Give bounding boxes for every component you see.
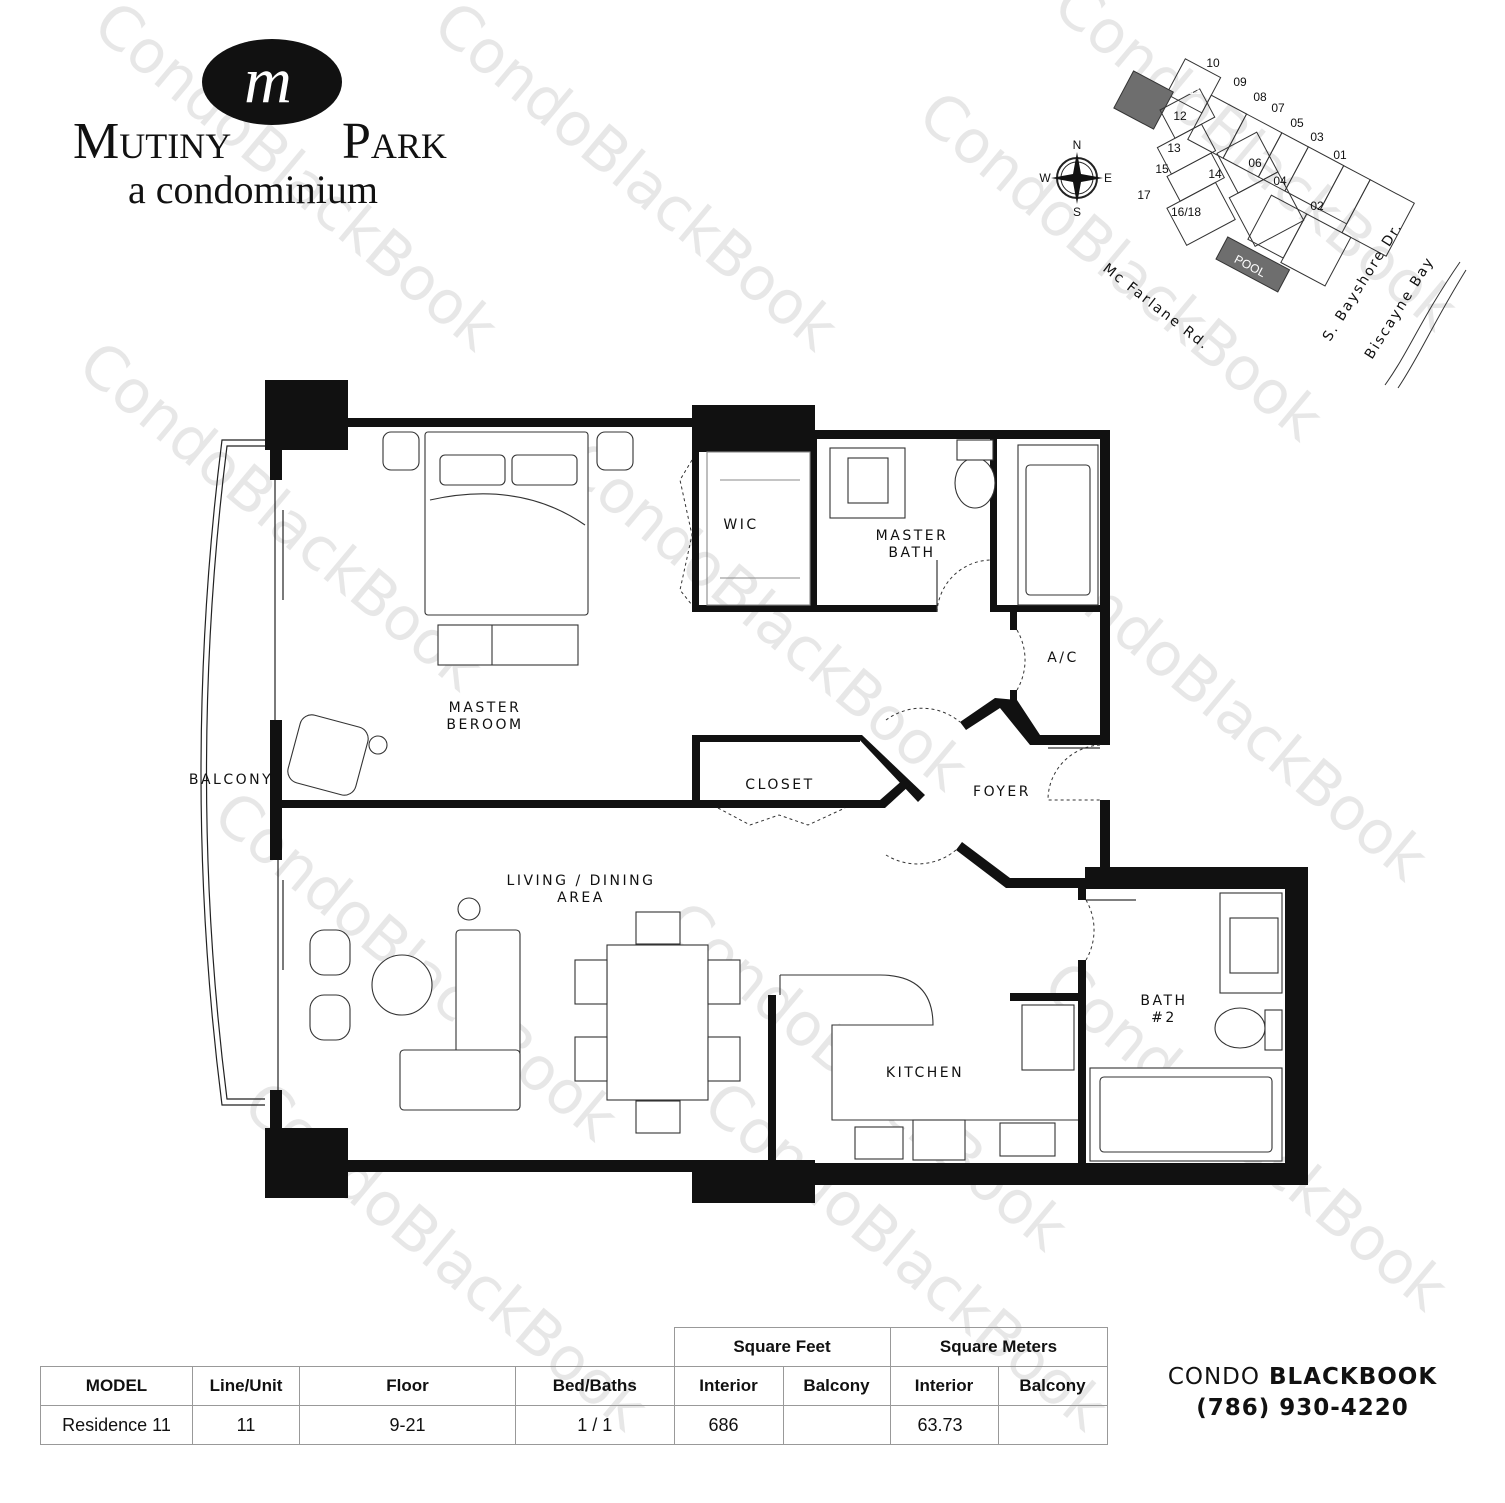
room-label-foyer: FOYER bbox=[973, 784, 1031, 800]
logo-name-left: Mutiny bbox=[73, 113, 232, 170]
dining-table bbox=[606, 944, 709, 1101]
svg-text:03: 03 bbox=[1310, 130, 1324, 144]
group-header-sqft: Square Feet bbox=[673, 1327, 891, 1367]
svg-text:14: 14 bbox=[1208, 167, 1222, 181]
doors bbox=[679, 459, 1101, 961]
svg-text:N: N bbox=[1073, 138, 1082, 152]
svg-text:08: 08 bbox=[1253, 90, 1267, 104]
room-label-master-bath: BATH bbox=[888, 545, 935, 561]
toilet bbox=[954, 457, 996, 509]
unit-spec-table: Square Feet Square Meters MODEL Line/Uni… bbox=[40, 1327, 1108, 1445]
cell-floor: 9-21 bbox=[299, 1405, 516, 1445]
svg-text:S: S bbox=[1073, 205, 1081, 219]
room-label-ac: A/C bbox=[1047, 650, 1079, 666]
walls bbox=[265, 380, 1308, 1203]
armchair bbox=[287, 714, 369, 796]
brand-name-bold: BLACKBOOK bbox=[1269, 1364, 1438, 1390]
room-label-closet: CLOSET bbox=[745, 777, 814, 793]
cell-bed-baths: 1 / 1 bbox=[515, 1405, 675, 1445]
room-label-master-bedroom: BEROOM bbox=[446, 717, 523, 733]
room-label-wic: WIC bbox=[723, 517, 758, 533]
room-label-master-bedroom: MASTER bbox=[449, 700, 522, 716]
cell-sqm-interior: 63.73 bbox=[889, 1405, 999, 1445]
logo-name-right: Park bbox=[342, 113, 447, 170]
group-header-sqm: Square Meters bbox=[889, 1327, 1108, 1367]
fridge bbox=[1021, 1004, 1075, 1071]
svg-text:06: 06 bbox=[1248, 156, 1262, 170]
table-row: Residence 11 11 9-21 1 / 1 686 63.73 bbox=[40, 1405, 1108, 1445]
brand-phone[interactable]: (786) 930-4220 bbox=[1196, 1395, 1409, 1421]
svg-text:09: 09 bbox=[1233, 75, 1247, 89]
pool-shape bbox=[1215, 236, 1291, 293]
svg-text:05: 05 bbox=[1290, 116, 1304, 130]
svg-text:17: 17 bbox=[1137, 188, 1151, 202]
col-header: Interior bbox=[673, 1366, 784, 1406]
logo-subtitle: a condominium bbox=[128, 167, 378, 212]
door-leaves bbox=[936, 560, 1136, 901]
stove bbox=[854, 1126, 904, 1160]
nightstand bbox=[382, 431, 420, 471]
cell-model: Residence 11 bbox=[40, 1405, 193, 1445]
balcony-outline bbox=[200, 439, 284, 1106]
cell-sqft-interior: 686 bbox=[673, 1405, 784, 1445]
highlighted-unit bbox=[1113, 70, 1174, 130]
svg-text:01: 01 bbox=[1333, 148, 1347, 162]
svg-text:E: E bbox=[1104, 171, 1112, 185]
col-header: Interior bbox=[889, 1366, 999, 1406]
room-label-kitchen: KITCHEN bbox=[886, 1065, 964, 1081]
logo-monogram: m bbox=[202, 39, 342, 125]
col-header: MODEL bbox=[40, 1366, 193, 1406]
svg-text:16/18: 16/18 bbox=[1171, 205, 1201, 219]
svg-text:10: 10 bbox=[1206, 56, 1220, 70]
svg-text:13: 13 bbox=[1167, 141, 1181, 155]
kitchen-sink bbox=[999, 1122, 1056, 1157]
watermark: CondoBlackBook bbox=[550, 428, 981, 805]
svg-text:02: 02 bbox=[1310, 199, 1324, 213]
room-label-bath2: #2 bbox=[1151, 1010, 1177, 1026]
site-key-map bbox=[1113, 58, 1467, 389]
svg-text:15: 15 bbox=[1155, 162, 1169, 176]
col-header: Balcony bbox=[782, 1366, 891, 1406]
svg-text:W: W bbox=[1039, 171, 1051, 185]
col-header: Floor bbox=[299, 1366, 516, 1406]
svg-text:11: 11 bbox=[1189, 83, 1202, 97]
room-label-bath2: BATH bbox=[1140, 993, 1187, 1009]
room-label-living: LIVING / DINING bbox=[507, 873, 656, 889]
coffee-table bbox=[371, 954, 433, 1016]
col-header: Balcony bbox=[997, 1366, 1108, 1406]
cell-sqft-balcony bbox=[782, 1405, 891, 1445]
bath2-toilet bbox=[1214, 1007, 1266, 1049]
room-label-living: AREA bbox=[557, 890, 605, 906]
brand-block: CONDO BLACKBOOK (786) 930-4220 bbox=[1125, 1362, 1480, 1424]
furniture bbox=[287, 431, 1283, 1162]
cell-line: 11 bbox=[192, 1405, 300, 1445]
svg-text:04: 04 bbox=[1273, 174, 1287, 188]
col-header: Bed/Baths bbox=[515, 1366, 675, 1406]
room-label-master-bath: MASTER bbox=[876, 528, 949, 544]
col-header: Line/Unit bbox=[192, 1366, 300, 1406]
dresser bbox=[437, 624, 579, 666]
nightstand bbox=[596, 431, 634, 471]
room-labels: MASTER BEROOM WIC MASTER BATH A/C CLOSET… bbox=[189, 517, 1187, 1081]
cell-sqm-balcony bbox=[997, 1405, 1108, 1445]
room-label-balcony: BALCONY bbox=[189, 772, 273, 788]
brand-name-light: CONDO bbox=[1167, 1364, 1260, 1390]
svg-text:12: 12 bbox=[1173, 109, 1187, 123]
svg-text:m: m bbox=[244, 44, 292, 117]
svg-text:07: 07 bbox=[1271, 101, 1285, 115]
compass-rose-icon: N S E W bbox=[1039, 138, 1112, 219]
